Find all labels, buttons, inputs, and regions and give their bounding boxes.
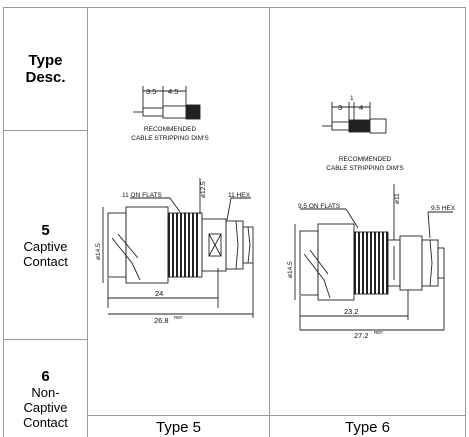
table-border-left (3, 7, 4, 437)
type6-number: 6 (41, 367, 50, 385)
type6-flats-label: 9.5 ON FLATS (298, 203, 341, 210)
type5-dia-small-label: ø12.5 (200, 181, 207, 198)
header-cell: Type Desc. (4, 8, 87, 130)
type5-length-2-suffix: REF. (174, 315, 184, 320)
row-type6-cell: 6 Non- Captive Contact (4, 340, 87, 437)
type5-dia-large-label: ø14.5 (95, 243, 102, 260)
row-divider-2 (3, 339, 88, 340)
type5-strip-caption-1: RECOMMENDED (144, 126, 197, 133)
header-desc-label: Desc. (25, 69, 66, 86)
row-type5-cell: 5 Captive Contact (4, 131, 87, 339)
footer-type5-label: Type 5 (155, 419, 202, 436)
type6-length-2: 27.2 (354, 331, 369, 340)
footer-type6-label: Type 6 (344, 419, 391, 436)
type6-strip-caption-2: CABLE STRIPPING DIM'S (326, 165, 404, 172)
type5-length-1: 24 (155, 289, 163, 298)
type6-connector-drawing: 3 1 4 RECOMMENDED CABLE STRIPPING DIM'S … (287, 95, 456, 340)
type5-flats-label: 11 ON FLATS (122, 192, 163, 199)
table-border-right (465, 7, 466, 437)
table-border-top (3, 7, 466, 8)
type5-number: 5 (41, 221, 50, 239)
type5-desc-line1: Captive (23, 238, 68, 254)
type5-connector-drawing: 3.5 4.5 RECOMMENDED CABLE STRIPPING DIM'… (95, 86, 254, 325)
type6-strip-caption-1: RECOMMENDED (339, 156, 392, 163)
type6-dia-small-label: ø11 (394, 193, 401, 204)
type5-hex-label: 11 HEX (228, 192, 251, 199)
type6-strip-dim-b: 1 (350, 95, 354, 102)
footer-divider (87, 415, 466, 416)
type6-strip-dim-a: 3 (338, 103, 342, 112)
type5-desc-line2: Contact (23, 253, 68, 269)
type6-dia-large-label: ø14.5 (287, 261, 294, 278)
row-divider-1 (3, 130, 88, 131)
type6-length-1: 23.2 (344, 307, 359, 316)
header-type-label: Type (28, 52, 63, 69)
type6-desc-line2: Captive (23, 399, 68, 415)
type5-length-2: 26.8 (154, 316, 169, 325)
type5-strip-dim-a: 3.5 (146, 87, 156, 96)
column-divider-1 (87, 7, 88, 437)
type6-strip-dim-c: 4 (359, 103, 363, 112)
type5-strip-caption-2: CABLE STRIPPING DIM'S (131, 135, 209, 142)
type6-length-2-suffix: REF. (374, 330, 384, 335)
type6-desc-line1: Non- (31, 384, 60, 400)
type6-desc-line3: Contact (23, 414, 68, 430)
column-divider-2 (269, 7, 270, 437)
type6-hex-label: 9.5 HEX (431, 205, 456, 212)
type5-strip-dim-b: 4.5 (168, 87, 178, 96)
